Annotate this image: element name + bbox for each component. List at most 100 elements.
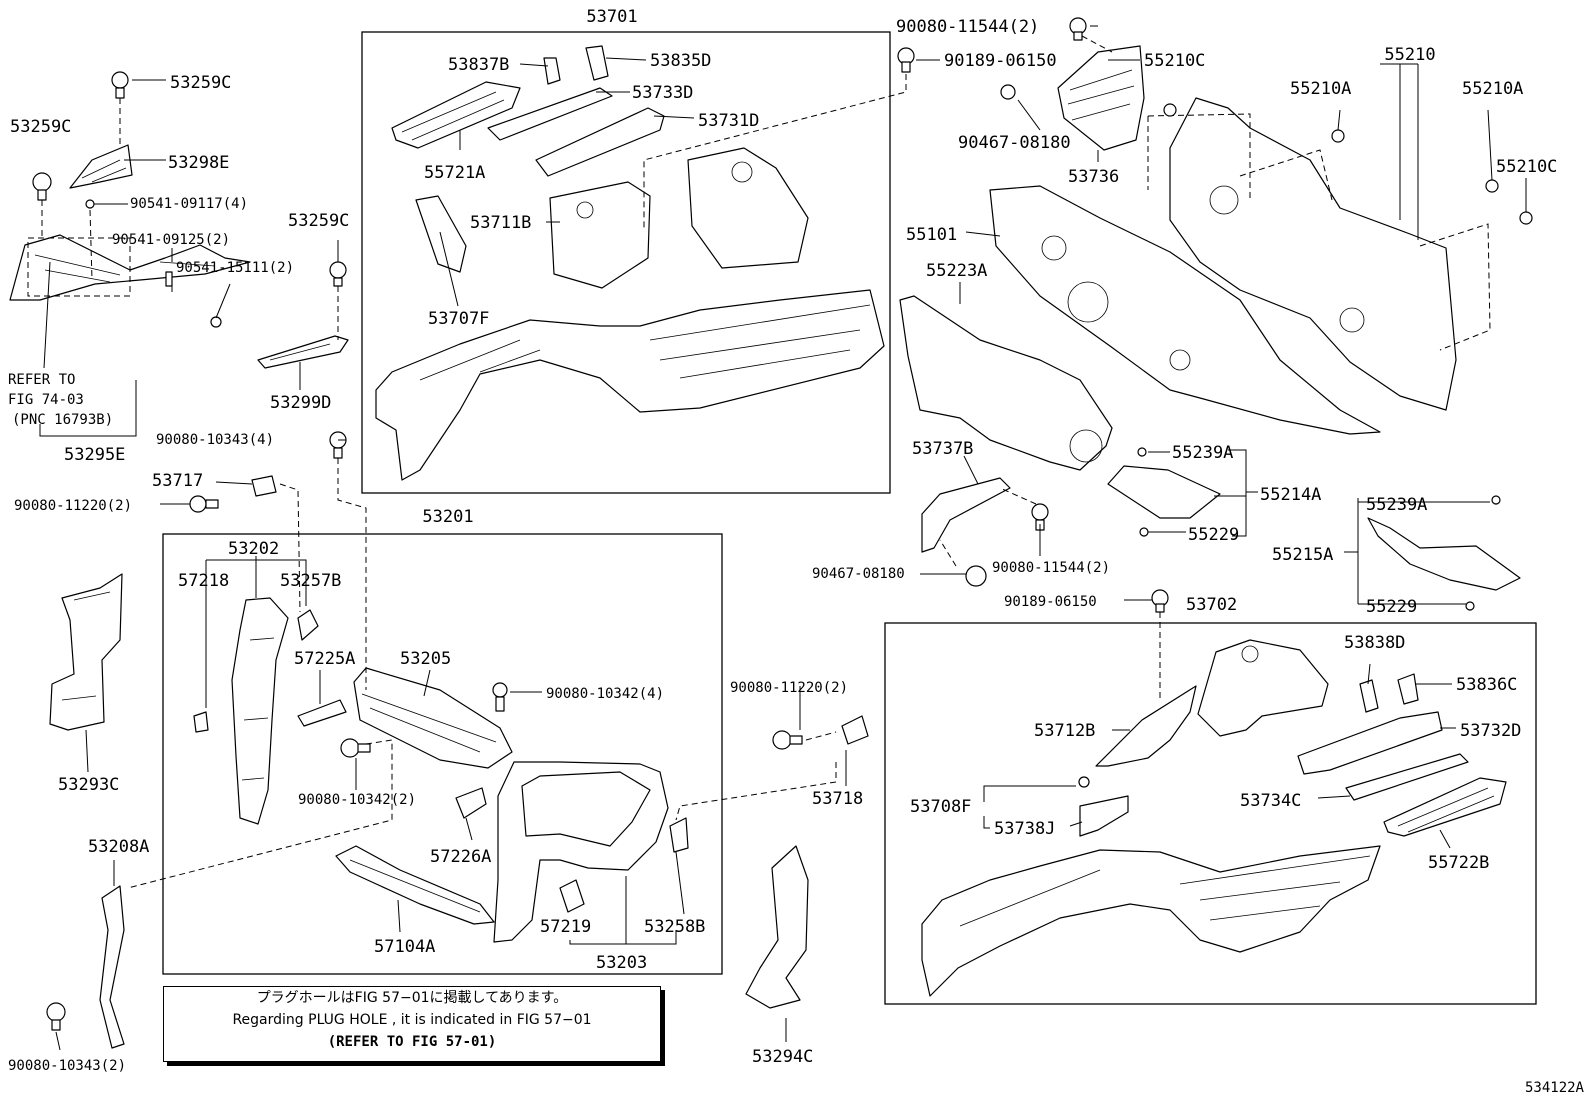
label-53835d: 53835D [650, 51, 711, 71]
label-90189-06150-top: 90189-06150 [944, 51, 1057, 71]
part-front-side-member [375, 289, 885, 481]
part-57218-bracket [193, 711, 209, 733]
label-53734c: 53734C [1240, 791, 1301, 811]
label-90080-10343-top: 90080-10343(4) [156, 432, 274, 448]
part-53702-apron-upper [1197, 639, 1329, 737]
part-53733d [487, 87, 613, 141]
group-box-53702 [884, 622, 1537, 1005]
part-front-side-member-lh [921, 845, 1381, 997]
group-box-53201 [162, 533, 723, 975]
label-90080-11544-top: 90080-11544(2) [896, 17, 1039, 37]
label-53712b: 53712B [1034, 721, 1095, 741]
label-55721a: 55721A [424, 163, 485, 183]
part-53734c [1345, 753, 1469, 801]
part-53717-bracket [251, 475, 277, 497]
part-53203-radiator-support [493, 761, 669, 943]
label-90080-11544-mid: 90080-11544(2) [992, 560, 1110, 576]
label-53259c-top: 53259C [170, 73, 231, 93]
leader-lines [39, 25, 1527, 1051]
label-pnc-16793b: (PNC 16793B) [12, 412, 113, 428]
part-53295e-under-cover [9, 234, 251, 301]
part-53258b [669, 817, 689, 853]
part-55215a [1367, 517, 1521, 591]
label-53295e: 53295E [64, 445, 125, 465]
label-53836c: 53836C [1456, 675, 1517, 695]
label-90541-09125: 90541-09125(2) [112, 232, 230, 248]
note-line-japanese: プラグホールはFIG 57−01に掲載してあります。 [256, 990, 568, 1006]
label-55215a: 55215A [1272, 545, 1333, 565]
label-53203: 53203 [596, 953, 647, 973]
label-53208a: 53208A [88, 837, 149, 857]
silencer-dashed-outline [1147, 113, 1491, 351]
label-53294c: 53294C [752, 1047, 813, 1067]
label-53837b: 53837B [448, 55, 509, 75]
label-55239a-right: 55239A [1366, 495, 1427, 515]
part-55722b [1383, 777, 1507, 837]
label-55210c-top: 55210C [1144, 51, 1205, 71]
label-57225a: 57225A [294, 649, 355, 669]
assembly-dashed-lines [41, 35, 1161, 889]
label-53707f: 53707F [428, 309, 489, 329]
part-53208a-brace [99, 885, 125, 1049]
label-57104a: 57104A [374, 937, 435, 957]
label-53718: 53718 [812, 789, 863, 809]
label-53298e: 53298E [168, 153, 229, 173]
part-53731d [535, 107, 665, 177]
label-90080-10342-left: 90080-10342(2) [298, 792, 416, 808]
label-53701: 53701 [586, 7, 637, 27]
label-90541-15111: 90541-15111(2) [176, 260, 294, 276]
label-refer-to: REFER TO [8, 372, 75, 388]
part-53737b [921, 477, 1011, 553]
note-line-english: Regarding PLUG HOLE , it is indicated in… [232, 1012, 592, 1028]
part-55721a [391, 81, 521, 149]
part-53836c-bracket [1397, 673, 1419, 705]
label-55229-right: 55229 [1366, 597, 1417, 617]
label-53732d: 53732D [1460, 721, 1521, 741]
label-53293c: 53293C [58, 775, 119, 795]
label-55223a: 55223A [926, 261, 987, 281]
label-55229-top: 55229 [1188, 525, 1239, 545]
label-55210a-right: 55210A [1462, 79, 1523, 99]
label-90189-06150-mid: 90189-06150 [1004, 594, 1097, 610]
part-57219 [559, 879, 585, 913]
part-53835d-bracket [585, 45, 609, 81]
part-53711b [549, 181, 651, 289]
label-53736: 53736 [1068, 167, 1119, 187]
label-53259c-left: 53259C [10, 117, 71, 137]
label-53257b: 53257B [280, 571, 341, 591]
label-55210a-left: 55210A [1290, 79, 1351, 99]
label-53202: 53202 [228, 539, 279, 559]
label-90541-09117: 90541-09117(4) [130, 196, 248, 212]
label-55722b: 55722B [1428, 853, 1489, 873]
group-box-53701 [361, 31, 891, 494]
label-fig-74-03: FIG 74-03 [8, 392, 84, 408]
under-cover-dashed-zone [27, 237, 131, 297]
label-90467-08180-top: 90467-08180 [958, 133, 1071, 153]
part-57225a [297, 699, 347, 727]
part-57226a [455, 787, 487, 819]
part-55214a [1107, 465, 1221, 519]
label-53717: 53717 [152, 471, 203, 491]
label-55214a: 55214A [1260, 485, 1321, 505]
part-55223a-insulator [899, 295, 1113, 471]
part-53738j [1079, 795, 1129, 837]
part-53736-insulator [1057, 45, 1145, 151]
label-55210c-right: 55210C [1496, 157, 1557, 177]
plug-hole-note: プラグホールはFIG 57−01に掲載してあります。 Regarding PLU… [163, 986, 661, 1062]
label-53738j: 53738J [994, 819, 1055, 839]
label-55101: 55101 [906, 225, 957, 245]
part-53205-support [353, 667, 513, 769]
part-53298e [69, 144, 133, 189]
label-53733d: 53733D [632, 83, 693, 103]
part-53293c-bracket [49, 573, 123, 731]
label-90080-11220-mid: 90080-11220(2) [730, 680, 848, 696]
label-53259c-mid: 53259C [288, 211, 349, 231]
part-53711-apron-upper [687, 147, 809, 269]
part-labels: 53701 53837B 53835D 53733D 53731D 55721A… [8, 7, 1585, 1096]
label-57226a: 57226A [430, 847, 491, 867]
label-53737b: 53737B [912, 439, 973, 459]
label-53205: 53205 [400, 649, 451, 669]
part-53294c-bracket [745, 845, 809, 1009]
part-53202-post [231, 597, 289, 825]
